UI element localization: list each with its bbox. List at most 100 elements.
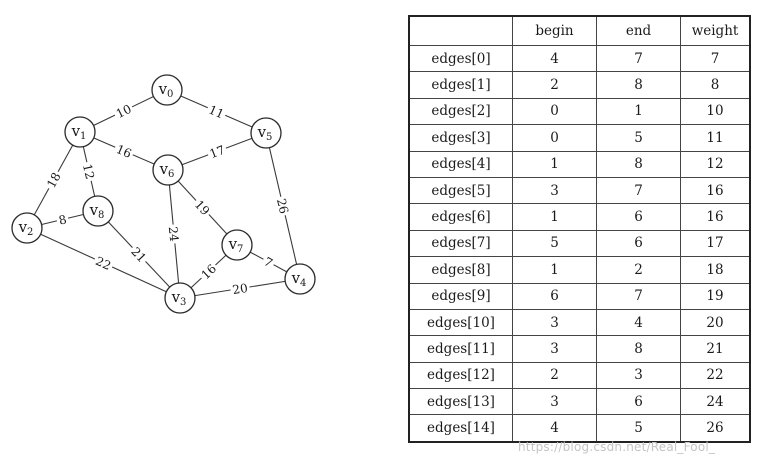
vertex-label: v6 [159,160,175,180]
edge-label-background [127,242,151,267]
cell-end: 2 [596,256,681,284]
cell-weight: 22 [680,361,751,390]
cell-weight: 24 [680,388,751,416]
vertex-label-subscript: 4 [300,278,306,289]
cell-weight: 16 [680,176,751,205]
vertex-label: v7 [228,235,244,255]
vertex-label-subscript: 7 [237,244,243,255]
vertex-label-base: v [228,235,238,253]
edge-weight-label: 10 [111,100,136,122]
edge-weight-text: 22 [93,254,113,273]
watermark-text: https://blog.csdn.net/Real_Fool_ [518,440,716,454]
cell-end: 1 [596,97,681,126]
edge-weight-text: 16 [114,142,134,161]
edge-weight-label: 26 [274,195,292,217]
edge-weight-label: 7 [260,253,277,271]
cell-label: edges[6] [408,203,513,231]
edge-weight-text: 20 [231,281,248,297]
edge-label-background [204,101,229,122]
cell-begin: 1 [512,150,597,178]
vertex-v6: v6 [152,154,184,186]
cell-weight: 12 [680,150,751,178]
cell-end: 8 [596,150,681,178]
edge-weight-text: 17 [208,143,227,161]
cell-label: edges[13] [408,388,513,416]
edge-weight-label: 17 [205,141,229,162]
edge-label-background [274,195,292,217]
cell-label: edges[1] [408,71,513,99]
cell-label: edges[5] [408,176,513,205]
cell-label: edges[12] [408,361,513,390]
cell-label: edges[10] [408,308,513,337]
edge-weight-label: 20 [229,280,251,297]
cell-label: edges[0] [408,44,513,73]
vertex-label-subscript: 2 [27,227,33,238]
vertex-label: v4 [291,269,307,289]
header-end: end [596,15,681,46]
vertex-circle [284,263,316,295]
cell-end: 7 [596,282,681,310]
cell-label: edges[3] [408,124,513,152]
vertex-label: v8 [89,201,105,221]
cell-label: edges[8] [408,256,513,284]
edge-label-background [229,280,251,297]
cell-begin: 5 [512,229,597,258]
cell-begin: 3 [512,388,597,416]
edge-label-background [111,100,136,122]
cell-begin: 6 [512,282,597,310]
vertex-label-subscript: 6 [168,169,174,180]
cell-weight: 21 [680,335,751,363]
vertex-circle [152,154,184,186]
edge-weight-label: 8 [55,211,70,228]
edge-weight-text: 8 [57,212,68,227]
edge-label-background [190,195,215,220]
edge-label-background [80,160,98,183]
vertex-circle [11,212,43,244]
cell-weight: 16 [680,203,751,231]
vertex-label-subscript: 8 [98,210,104,221]
cell-weight: 11 [680,124,751,152]
cell-begin: 2 [512,361,597,390]
edge-label-background [196,259,221,284]
edge-label-background [42,168,65,192]
vertex-label-base: v [171,288,181,306]
cell-weight: 10 [680,97,751,126]
cell-weight: 17 [680,229,751,258]
edge-weight-label: 22 [91,252,116,274]
edge-weight-label: 16 [112,140,136,162]
vertex-label: v1 [71,122,87,142]
vertex-label-subscript: 0 [167,89,173,100]
vertex-circle [151,74,183,106]
edge-weight-text: 24 [166,226,181,243]
vertex-label-base: v [18,218,28,236]
cell-weight: 18 [680,256,751,284]
vertex-label: v2 [18,218,34,238]
vertex-label-base: v [158,80,168,98]
edge-weight-text: 11 [207,102,227,121]
cell-begin: 2 [512,71,597,99]
vertex-label-base: v [71,122,81,140]
vertex-v2: v2 [11,212,43,244]
vertex-circle [82,195,114,227]
cell-begin: 3 [512,176,597,205]
edge-weight-text: 18 [44,170,64,190]
cell-begin: 0 [512,124,597,152]
header-begin: begin [512,15,597,46]
vertex-label-subscript: 1 [80,131,86,142]
